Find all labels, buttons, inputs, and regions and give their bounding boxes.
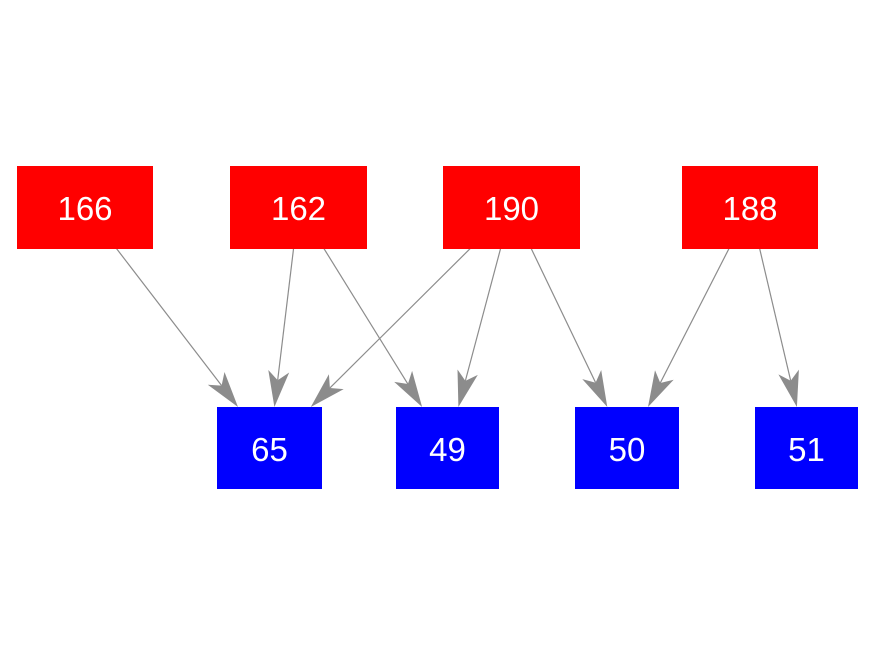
arrowhead-icon [207,372,238,407]
node-50: 50 [575,407,679,489]
node-label: 49 [429,430,466,468]
arrowhead-icon [310,374,344,407]
node-label: 50 [608,430,646,468]
node-51: 51 [755,407,858,489]
node-162: 162 [230,166,367,249]
node-49: 49 [396,407,499,489]
arrowhead-icon [778,369,799,407]
node-label: 166 [57,190,113,227]
arrowhead-icon [582,370,608,407]
node-188: 188 [682,166,818,249]
node-label: 188 [722,190,778,227]
node-190: 190 [443,166,580,249]
node-166: 166 [17,166,153,249]
arrowhead-icon [648,370,674,407]
arrowhead-icon [457,369,478,407]
node-label: 162 [270,190,327,227]
arrowhead-icon [394,370,423,407]
node-label: 65 [251,430,288,468]
node-label: 190 [483,190,540,227]
arrowhead-icon [268,370,290,407]
node-65: 65 [217,407,322,489]
node-label: 51 [788,430,825,468]
